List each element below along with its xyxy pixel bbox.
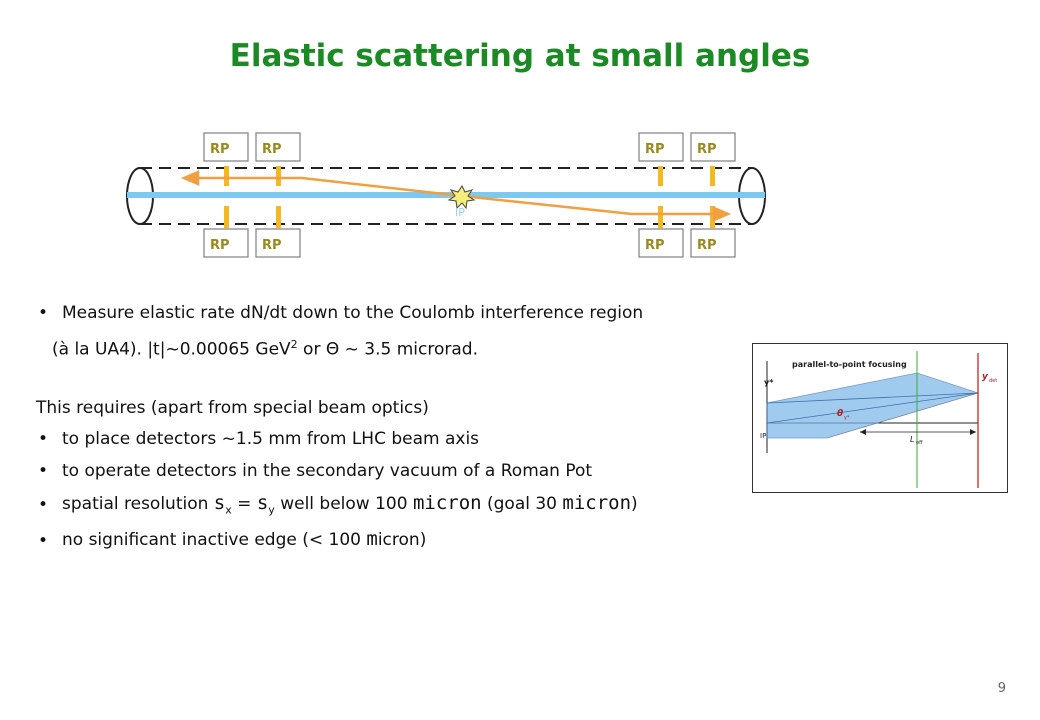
rp-box: RP xyxy=(255,132,301,162)
micron-text: micron xyxy=(412,492,482,514)
rp-box: RP xyxy=(255,228,301,258)
page-number: 9 xyxy=(997,681,1006,696)
bullet-inactive-edge: no significant inactive edge (< 100 micr… xyxy=(62,528,426,551)
bullet-icon: • xyxy=(38,461,49,481)
theta-subscript: y* xyxy=(844,415,850,421)
svg-text:RP: RP xyxy=(262,238,282,253)
goal-text: (goal 30 xyxy=(481,494,563,514)
theta-label: θ xyxy=(837,409,843,419)
gev-squared-sup: 2 xyxy=(290,338,298,351)
rp-box: RP xyxy=(203,228,249,258)
ip-axis-label: IP xyxy=(760,432,766,440)
interaction-point-icon xyxy=(447,185,476,210)
parallel-to-point-focusing-diagram: parallel-to-point focusing y* IP θ y* L … xyxy=(752,343,1008,493)
optics-title: parallel-to-point focusing xyxy=(792,360,907,369)
rp-box: RP xyxy=(690,132,736,162)
inactive-edge-text: no significant inactive edge (< 100 xyxy=(62,530,367,550)
resolution-text: spatial resolution xyxy=(62,494,214,514)
bullet-detector-distance: to place detectors ~1.5 mm from LHC beam… xyxy=(62,429,480,449)
l-eff-label: L xyxy=(910,435,914,444)
svg-text:RP: RP xyxy=(210,142,230,157)
well-below-text: well below 100 xyxy=(274,494,413,514)
y-det-label: y xyxy=(982,372,989,382)
sigma-x-sub: x xyxy=(225,503,232,517)
rp-box: RP xyxy=(638,132,684,162)
ip-label: IP xyxy=(455,206,465,219)
close-paren: ) xyxy=(631,494,638,514)
icron-text: icron) xyxy=(377,530,427,550)
l-eff-subscript: eff xyxy=(916,440,923,446)
mu-text: m xyxy=(366,528,378,550)
svg-text:RP: RP xyxy=(210,238,230,253)
equals-text: = xyxy=(231,494,257,514)
roman-pots xyxy=(224,166,715,228)
micron-text: micron xyxy=(562,492,632,514)
bullet-icon: • xyxy=(38,429,49,449)
scattered-proton-tracks xyxy=(180,170,732,222)
slide-title: Elastic scattering at small angles xyxy=(229,38,811,74)
rp-box: RP xyxy=(203,132,249,162)
svg-text:RP: RP xyxy=(262,142,282,157)
y-det-subscript: det xyxy=(989,378,997,384)
rp-box: RP xyxy=(690,228,736,258)
svg-text:RP: RP xyxy=(697,238,717,253)
t-value-text: (à la UA4). |t|~0.00065 GeV xyxy=(52,339,291,360)
svg-text:RP: RP xyxy=(645,142,665,157)
bullet-secondary-vacuum: to operate detectors in the secondary va… xyxy=(62,461,593,481)
svg-text:RP: RP xyxy=(697,142,717,157)
svg-text:RP: RP xyxy=(645,238,665,253)
theta-value-text: or Θ ~ 3.5 microrad. xyxy=(297,339,478,360)
bullet-icon: • xyxy=(38,531,49,551)
bullet-icon: • xyxy=(38,495,49,515)
rp-box: RP xyxy=(638,228,684,258)
requirements-intro: This requires (apart from special beam o… xyxy=(36,398,429,418)
bullet-spatial-resolution: spatial resolution sx = sy well below 10… xyxy=(62,492,638,521)
t-value-line: (à la UA4). |t|~0.00065 GeV2 or Θ ~ 3.5 … xyxy=(52,334,478,361)
sigma-y-sub: y xyxy=(268,503,275,517)
bullet-measure-elastic-rate: Measure elastic rate dN/dt down to the C… xyxy=(62,303,644,323)
y-star-label: y* xyxy=(764,378,774,387)
sigma-x: s xyxy=(213,492,226,514)
bullet-icon: • xyxy=(38,303,49,323)
rp-boxes: RP RP RP RP RP RP RP RP xyxy=(203,132,736,258)
roman-pot-beam-diagram: IP RP RP RP RP RP RP RP xyxy=(126,132,766,258)
sigma-y: s xyxy=(256,492,269,514)
